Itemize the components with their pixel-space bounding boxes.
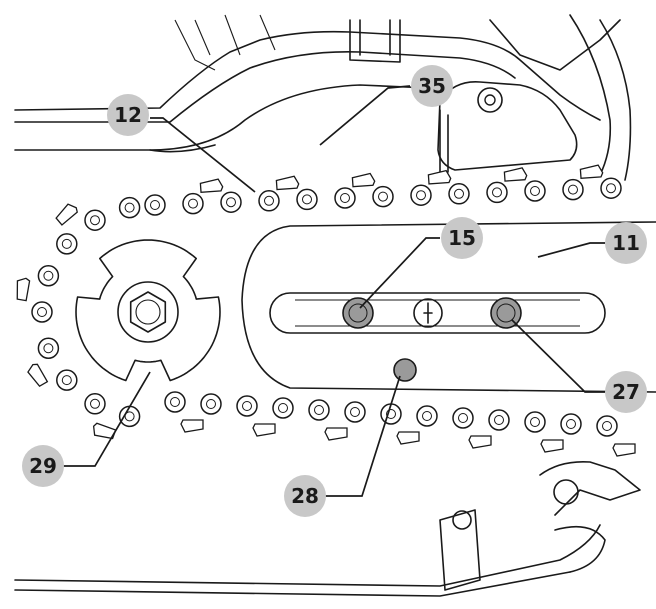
bar-slot xyxy=(269,292,606,334)
callout-label-28: 28 xyxy=(291,484,319,508)
callout-label-12: 12 xyxy=(114,103,142,127)
leader-15 xyxy=(359,237,440,309)
leader-28 xyxy=(322,375,401,497)
callout-label-27: 27 xyxy=(612,380,640,404)
leader-11 xyxy=(537,242,605,258)
callout-11: 11 xyxy=(605,222,647,264)
callout-12: 12 xyxy=(107,94,149,136)
leader-12 xyxy=(150,117,256,193)
callout-label-15: 15 xyxy=(448,226,476,250)
top-housing xyxy=(14,14,632,181)
bottom-bracket xyxy=(14,460,641,597)
callout-label-11: 11 xyxy=(612,231,640,255)
leader-lines xyxy=(45,85,605,497)
drive-sprocket xyxy=(75,239,221,382)
callout-29: 29 xyxy=(22,445,64,487)
bar-bolt-front xyxy=(342,297,374,329)
callout-35: 35 xyxy=(411,65,453,107)
callout-badges: 12 35 15 11 27 29 28 xyxy=(22,65,647,517)
leader-27 xyxy=(511,319,605,393)
bar-bolts xyxy=(342,297,522,382)
callout-15: 15 xyxy=(441,217,483,259)
tensioner-screw xyxy=(413,298,443,328)
callout-28: 28 xyxy=(284,475,326,517)
cover-bracket xyxy=(437,81,578,176)
callout-27: 27 xyxy=(605,371,647,413)
leader-35 xyxy=(319,85,411,146)
tensioner-pin xyxy=(393,358,417,382)
saw-chain xyxy=(16,164,636,457)
guide-bar xyxy=(241,221,656,393)
callout-label-35: 35 xyxy=(418,74,446,98)
callout-label-29: 29 xyxy=(29,454,57,478)
